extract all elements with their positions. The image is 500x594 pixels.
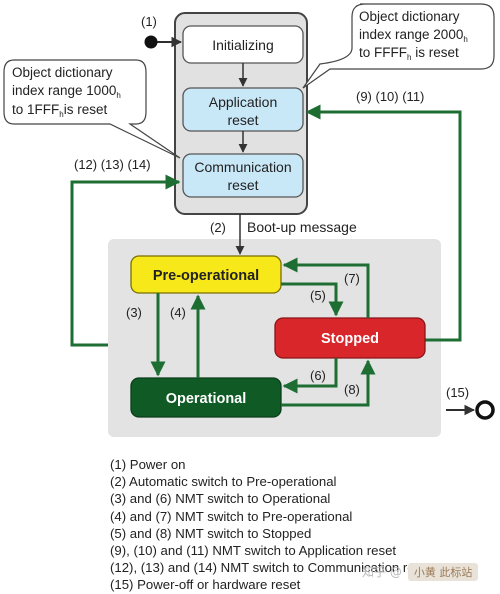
arrow-3-label: (3): [126, 305, 142, 320]
pre-operational-label: Pre-operational: [153, 268, 259, 284]
to-application-reset-label: (9) (10) (11): [356, 89, 424, 104]
arrow-8: [281, 359, 376, 407]
pre-operational-state: [130, 255, 282, 294]
communication-reset-label-1: Communication: [194, 159, 291, 175]
power-off-number: (15): [446, 385, 469, 400]
left-callout-line-2: index range 1000h: [12, 83, 121, 100]
left-callout-line-3: to 1FFFhis reset: [12, 102, 107, 119]
right-callout-bubble: [302, 3, 495, 89]
to-communication-reset-arrow: [70, 174, 181, 347]
watermark: 知乎 @ 小黄 此标站: [362, 563, 479, 581]
stopped-label: Stopped: [321, 331, 379, 347]
legend-item: (9), (10) and (11) NMT switch to Applica…: [110, 543, 397, 559]
arrow-6-label: (6): [310, 368, 326, 383]
left-callout-line-1: Object dictionary: [12, 65, 113, 80]
arrow-8-label: (8): [344, 382, 360, 397]
arrow-4-label: (4): [170, 305, 186, 320]
arrow-6: [282, 358, 338, 394]
right-callout-line-2: index range 2000h: [359, 27, 468, 44]
operational-label: Operational: [166, 391, 247, 407]
arrow-7-label: (7): [344, 271, 360, 286]
power-on-number: (1): [141, 14, 157, 29]
arrow-5: [281, 282, 344, 317]
to-application-reset-arrow: [305, 104, 462, 342]
transition-legend: (1) Power on (2) Automatic switch to Pre…: [110, 456, 432, 594]
watermark-left: 知乎 @: [362, 565, 402, 579]
power-off-ring: [475, 400, 495, 420]
arrow-7: [282, 257, 370, 318]
power-on-dot: [144, 35, 158, 49]
application-reset-label-1: Application: [209, 94, 278, 110]
legend-item: (12), (13) and (14) NMT switch to Commun…: [110, 560, 433, 576]
legend-item: (5) and (8) NMT switch to Stopped: [110, 525, 312, 541]
communication-reset-state: [182, 153, 304, 198]
left-callout-bubble: [3, 59, 181, 159]
legend-item: (3) and (6) NMT switch to Operational: [110, 491, 331, 507]
operational-state: [130, 377, 282, 418]
legend-item: (15) Power-off or hardware reset: [110, 577, 301, 593]
legend-item: (4) and (7) NMT switch to Pre-operationa…: [110, 508, 353, 524]
application-reset-label-2: reset: [227, 112, 258, 128]
legend-item: (1) Power on: [110, 457, 186, 472]
communication-reset-label-2: reset: [227, 177, 258, 193]
bootup-label: Boot-up message: [247, 219, 357, 235]
legend-item: (2) Automatic switch to Pre-operational: [110, 474, 337, 490]
stopped-state: [274, 317, 426, 359]
bootup-number: (2): [210, 220, 226, 235]
arrow-5-label: (5): [310, 288, 326, 303]
can-state-diagram: Initializing Application reset Communica…: [3, 3, 495, 437]
to-communication-reset-label: (12) (13) (14): [74, 157, 151, 172]
watermark-badge: 小黄 此标站: [407, 563, 479, 581]
right-callout-line-3: to FFFFh is reset: [359, 45, 459, 62]
right-callout-line-1: Object dictionary: [359, 9, 460, 24]
initializing-label: Initializing: [212, 37, 273, 53]
